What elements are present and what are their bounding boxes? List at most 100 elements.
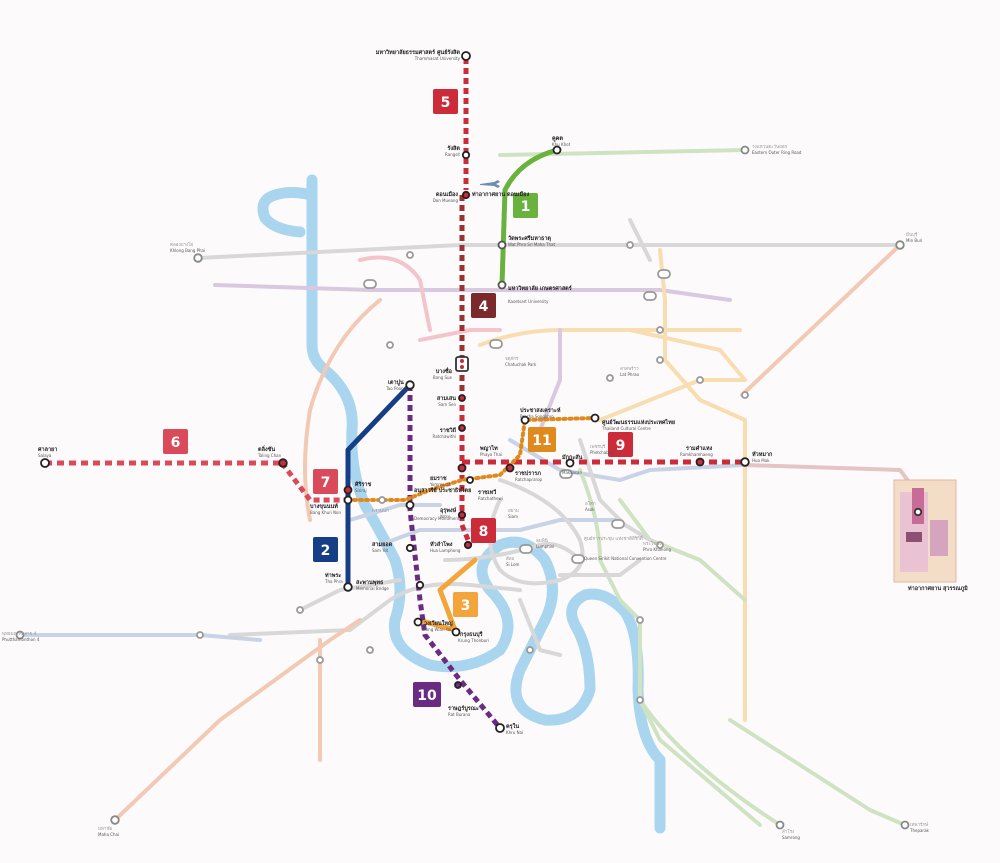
station-don-mueang[interactable] — [461, 190, 471, 200]
station-democracy[interactable] — [405, 500, 415, 510]
label-siriraj-en: Siriraj — [355, 488, 367, 493]
station-thailand-cultural[interactable] — [590, 413, 600, 423]
station-thepharak[interactable] — [900, 820, 910, 830]
station-yommarat[interactable] — [457, 510, 467, 520]
label-ratchawithi-th: ราชวิถี — [440, 427, 457, 434]
label-mahachai-th: มหาชัย — [98, 826, 113, 832]
station-tao-poon[interactable] — [405, 380, 415, 390]
station-suvarnabhumi[interactable] — [913, 507, 923, 517]
label-pracha-songkhro-th: ประชาสงเคราะห์ — [520, 406, 561, 414]
station-bang-sue[interactable] — [455, 356, 469, 372]
station-min-buri[interactable] — [895, 240, 905, 250]
station-labels: มหาวิทยาลัยธรรมศาสตร์ ศูนย์รังสิต Thamma… — [2, 49, 968, 840]
label-democracy-en: Democracy Monument — [414, 516, 460, 521]
label-phaya-thai-th: พญาไท — [479, 444, 498, 452]
station-samrong[interactable] — [775, 820, 785, 830]
label-kasetsart-th: มหาวิทยาลัย เกษตรศาสตร์ — [508, 285, 572, 292]
station-eastern-outer-ring[interactable] — [740, 145, 750, 155]
label-saphan-phut-th: สะพานพุทธ — [356, 579, 384, 586]
label-siam-th: สยาม — [508, 508, 519, 514]
station-thammasat[interactable] — [461, 51, 471, 61]
label-ratchaprarop-en: Ratchaprarop — [515, 477, 543, 482]
station-hua-lamphong[interactable] — [463, 540, 473, 550]
line-badge-9[interactable]: 9 — [608, 432, 633, 457]
line-badge-8[interactable]: 8 — [471, 518, 496, 543]
label-phetchaburi-en: Phetchaburi — [590, 450, 614, 455]
station-krung-thonburi[interactable] — [451, 627, 461, 637]
station-mahachai[interactable] — [110, 815, 120, 825]
label-makkasan-th: มักกะสัน — [562, 454, 583, 461]
label-wat-phra-sri-en: Wat Phra Sri Maha That — [508, 242, 555, 247]
label-rat-burana-en: Rat Burana — [448, 712, 471, 717]
station-siriraj[interactable] — [343, 485, 353, 495]
svg-text:6: 6 — [171, 435, 181, 451]
station-saphan-phut[interactable] — [415, 580, 425, 590]
station-taling-chan[interactable] — [278, 458, 288, 468]
line-badge-11[interactable]: 11 — [528, 427, 556, 452]
label-queen-sirikit-en: Queen Sirikit National Convention Centre — [584, 556, 667, 561]
label-urupong-th: อุรุพงษ์ — [440, 507, 457, 514]
station-tha-phra[interactable] — [343, 582, 353, 592]
label-ratchaprarop-th: ราชปรารภ — [515, 469, 541, 477]
label-si-lom-en: Si Lom — [506, 562, 520, 567]
station-khru-nai[interactable] — [495, 723, 505, 733]
label-lat-phrao-en: Lat Phrao — [620, 372, 640, 377]
station-wongwian-yai[interactable] — [413, 617, 423, 627]
station-bang-khun-non[interactable] — [343, 495, 353, 505]
station-makkasan[interactable] — [565, 458, 575, 468]
label-hua-lamphong-th: หัวลำโพง — [430, 540, 453, 548]
svg-text:3: 3 — [461, 598, 471, 614]
station-khu-khot[interactable] — [552, 145, 562, 155]
label-airport-dmk: ท่าอากาศยาน ดอนเมือง — [472, 191, 529, 198]
line-badge-3[interactable]: 3 — [453, 592, 478, 617]
station-rangsit[interactable] — [461, 150, 471, 160]
station-kasetsart[interactable] — [497, 280, 507, 290]
line-2-route — [345, 382, 413, 588]
label-tha-phra-en: Tha Phra — [324, 579, 343, 584]
station-sam-sen[interactable] — [458, 394, 466, 402]
station-pracha-songkhro[interactable] — [520, 415, 530, 425]
station-ratchaprarop[interactable] — [505, 463, 515, 473]
svg-text:1: 1 — [521, 199, 531, 215]
label-saphan-phut-en: Memorial Bridge — [356, 586, 389, 591]
label-rat-burana-th: ราษฎร์บูรณะ — [448, 705, 479, 713]
line-badge-6[interactable]: 6 — [163, 429, 188, 454]
svg-text:2: 2 — [321, 543, 331, 559]
line-badge-10[interactable]: 10 — [413, 682, 441, 707]
label-eastern-outer-th: วงแหวนตะวันออก — [752, 144, 788, 150]
label-ratchawithi-en: Ratchawithi — [433, 434, 457, 439]
station-ratchathewi[interactable] — [466, 476, 474, 484]
label-samrong-en: Samrong — [782, 835, 800, 840]
station-ratchawithi[interactable] — [458, 424, 466, 432]
svg-text:10: 10 — [417, 688, 437, 704]
station-phaya-thai[interactable] — [457, 463, 467, 473]
station-phutthamonthon[interactable] — [15, 630, 25, 640]
label-democracy-th: อนุสาวรีย์ ประชาธิปไตย — [414, 486, 471, 494]
svg-text:5: 5 — [441, 95, 451, 111]
label-urupong-en: Yotse — [439, 514, 451, 519]
label-kasetsart-en: Kasetsart University — [508, 299, 549, 304]
line-badge-1[interactable]: 1 — [513, 193, 538, 218]
station-salaya[interactable] — [40, 458, 50, 468]
line-badge-4[interactable]: 4 — [471, 293, 496, 318]
station-rat-burana[interactable] — [454, 681, 462, 689]
label-ramkhamhaeng-en: Ramkhamhaeng — [680, 452, 713, 457]
station-wat-phra-sri[interactable] — [497, 240, 507, 250]
station-sam-yot[interactable] — [405, 543, 415, 553]
station-ramkhamhaeng[interactable] — [695, 457, 705, 467]
line-badge-7[interactable]: 7 — [313, 469, 338, 494]
svg-text:8: 8 — [479, 524, 489, 540]
label-tao-poon-en: Tao Poon — [385, 386, 404, 391]
label-thammasat-en: Thammasat University — [414, 56, 461, 61]
line-badge-5[interactable]: 5 — [433, 89, 458, 114]
station-phran-nok[interactable] — [378, 496, 386, 504]
label-thammasat-th: มหาวิทยาลัยธรรมศาสตร์ ศูนย์รังสิต — [376, 49, 461, 57]
background-lines — [18, 148, 917, 827]
station-khlong-bang-phai[interactable] — [193, 253, 203, 263]
label-sam-sen-th: สามเสน — [437, 395, 456, 402]
station-hua-mak[interactable] — [740, 457, 750, 467]
label-asok-th: อโศก — [585, 500, 596, 507]
line-badge-2[interactable]: 2 — [313, 537, 338, 562]
label-min-buri-en: Min Buri — [906, 238, 922, 243]
